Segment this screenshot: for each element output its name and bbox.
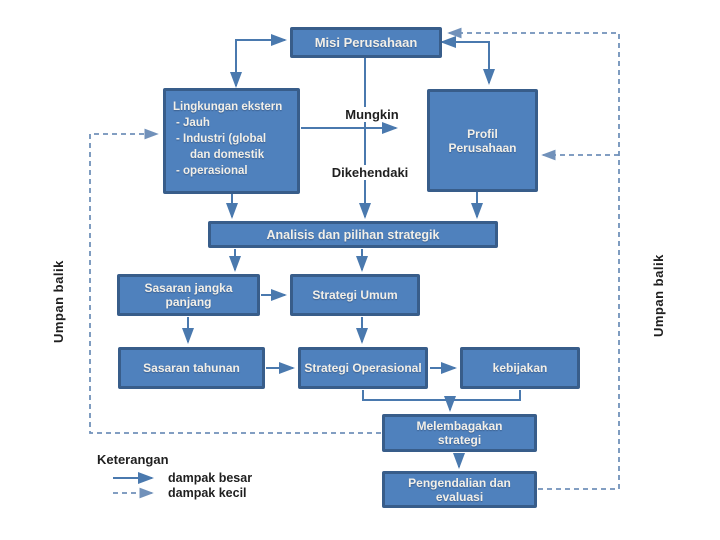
label-umpan-balik-right: Umpan balik <box>651 254 666 338</box>
lingkungan-line: - Industri (global <box>176 133 267 145</box>
connector-misi-profil <box>440 36 495 85</box>
node-pengendalian-evaluasi: Pengendalian dan evaluasi <box>382 471 537 508</box>
feedback-right-dashed <box>447 27 620 490</box>
node-profil-perusahaan: Profil Perusahaan <box>427 89 538 192</box>
lingkungan-title: Lingkungan ekstern <box>173 101 283 113</box>
node-lingkungan-ekstern: Lingkungan ekstern - Jauh - Industri (gl… <box>163 88 300 194</box>
node-strategi-operasional: Strategi Operasional <box>298 347 428 389</box>
label-dikehendaki: Dikehendaki <box>316 165 424 180</box>
lingkungan-line: - operasional <box>176 165 248 177</box>
label-mungkin: Mungkin <box>332 107 412 122</box>
node-kebijakan: kebijakan <box>460 347 580 389</box>
node-melembagakan-strategi: Melembagakan strategi <box>382 414 537 452</box>
lingkungan-line: dan domestik <box>190 149 265 161</box>
node-sasaran-tahunan: Sasaran tahunan <box>118 347 265 389</box>
connector-lingkungan-misi <box>230 34 287 88</box>
node-misi-perusahaan: Misi Perusahaan <box>290 27 442 58</box>
node-analisis: Analisis dan pilihan strategik <box>208 221 498 248</box>
legend-title: Keterangan <box>97 452 169 467</box>
legend-solid-label: dampak besar <box>168 471 253 485</box>
lingkungan-line: - Jauh <box>176 117 210 129</box>
node-sasaran-jangka-panjang: Sasaran jangka panjang <box>117 274 260 316</box>
connector-join-bracket <box>362 390 521 401</box>
legend-dashed-label: dampak kecil <box>168 486 247 500</box>
feedback-left-dashed <box>89 128 381 434</box>
node-strategi-umum: Strategi Umum <box>290 274 420 316</box>
label-umpan-balik-left: Umpan balik <box>51 260 66 344</box>
